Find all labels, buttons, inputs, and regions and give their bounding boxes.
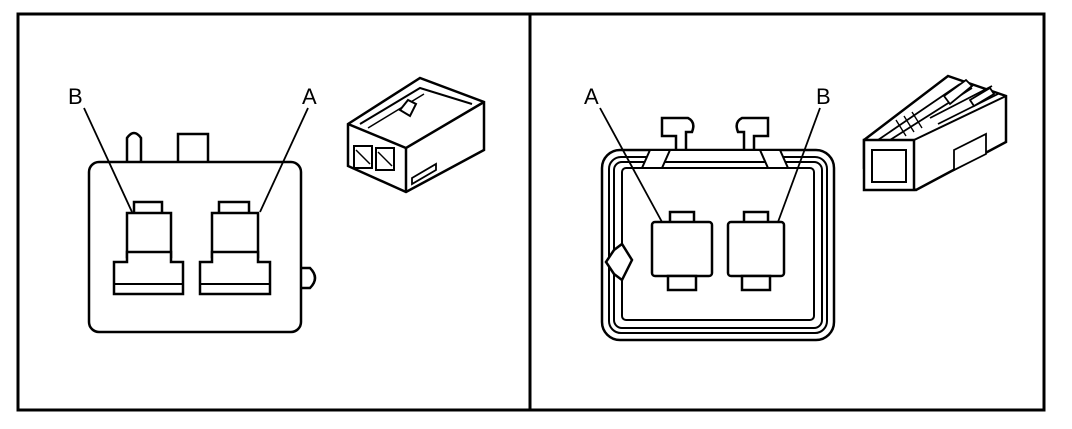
side-key — [604, 242, 634, 282]
connector-2-cavity-housing-icon — [346, 76, 486, 194]
left-panel: B A — [68, 76, 486, 334]
left-connector-face — [87, 131, 317, 334]
top-latch-left — [660, 116, 695, 154]
seal-outer — [600, 148, 836, 342]
top-latch-right — [735, 116, 770, 154]
leader-line-a — [259, 107, 309, 213]
outer-frame — [16, 12, 1046, 412]
cavity-b — [726, 210, 786, 292]
leader-line-b — [83, 107, 133, 213]
polarizing-pin — [125, 131, 143, 162]
pin-label-b: B — [816, 84, 831, 109]
lock-tab — [176, 132, 210, 166]
right-panel: A B — [584, 74, 1008, 342]
right-connector-face — [600, 116, 836, 342]
cavity-a — [198, 200, 272, 296]
leader-line-a — [599, 107, 663, 223]
side-nub — [300, 266, 317, 290]
cavity-b — [112, 200, 185, 296]
pin-label-a: A — [584, 84, 599, 109]
pin-label-a: A — [302, 84, 317, 109]
pin-label-b: B — [68, 84, 83, 109]
leader-line-b — [777, 107, 821, 223]
connector-1-cavity-terminal-icon — [862, 74, 1008, 192]
cavity-a — [650, 210, 714, 292]
